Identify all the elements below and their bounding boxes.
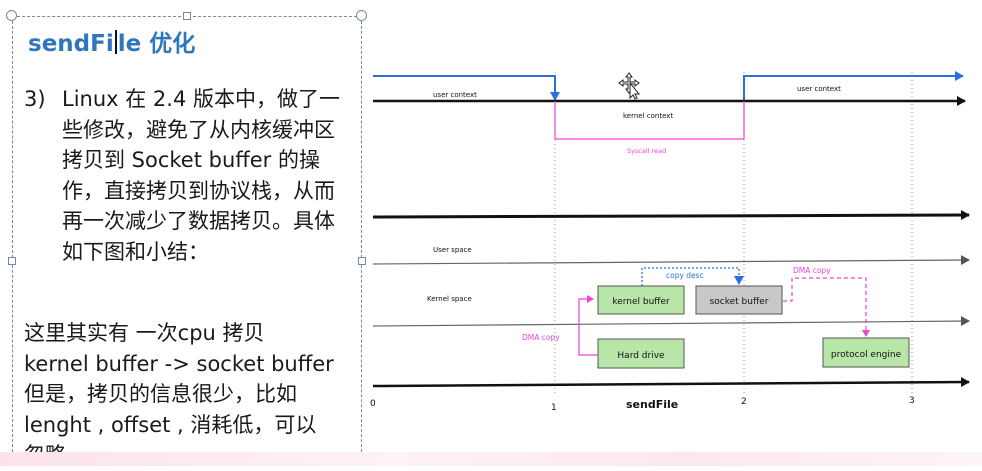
- text-cursor: [114, 30, 117, 54]
- copy-desc-label: copy desc: [666, 271, 704, 280]
- socket-buffer-box: socket buffer: [695, 285, 783, 315]
- bottom-decoration: [0, 452, 982, 466]
- tick-label-0: 0: [370, 399, 376, 409]
- time-axis: [372, 377, 970, 388]
- dma-copy-label-left: DMA copy: [522, 333, 560, 342]
- user-space-label: User space: [433, 246, 472, 254]
- protocol-engine-label: protocol engine: [831, 350, 902, 360]
- hard-drive-box: Hard drive: [597, 338, 685, 369]
- sendfile-caption: sendFile: [626, 398, 678, 411]
- dma-copy-arrow-right: [783, 277, 870, 337]
- sendfile-diagram: user context user context kernel context…: [370, 71, 970, 413]
- kernel-space-label: Kernel space: [427, 295, 472, 303]
- user-context-line-right: [743, 71, 964, 100]
- copy-desc-arrow: [641, 267, 744, 286]
- title-text-part2: le: [117, 31, 142, 57]
- point-number: 3): [24, 87, 46, 111]
- dma-copy-arrow-left: [578, 295, 598, 356]
- title-text-cjk: 优化: [149, 31, 196, 57]
- resize-handle-left[interactable]: [8, 257, 16, 265]
- socket-buffer-label: socket buffer: [710, 297, 769, 307]
- protocol-engine-box: protocol engine: [822, 337, 910, 368]
- kernel-buffer-box: kernel buffer: [597, 285, 685, 315]
- resize-handle-top[interactable]: [183, 12, 191, 20]
- kernel-hardware-boundary: [372, 316, 970, 327]
- tick-label-1: 1: [551, 403, 557, 413]
- kernel-context-label: kernel context: [623, 112, 673, 120]
- user-kernel-boundary: [372, 255, 970, 266]
- syscall-bracket: [554, 101, 745, 140]
- user-context-label-left: user context: [433, 91, 477, 99]
- tick-label-2: 2: [741, 397, 747, 407]
- title-text-part1: sendFi: [28, 31, 114, 57]
- separator-line: [372, 210, 970, 221]
- summary-text: 这里其实有 一次cpu 拷贝 kernel buffer -> socket b…: [24, 321, 334, 467]
- user-context-line-left: [373, 75, 560, 101]
- resize-handle-right[interactable]: [358, 257, 366, 265]
- hard-drive-label: Hard drive: [617, 351, 665, 361]
- kernel-buffer-label: kernel buffer: [612, 297, 670, 307]
- resize-handle-top-left[interactable]: [6, 10, 17, 21]
- user-context-label-right: user context: [797, 85, 841, 93]
- syscall-read-label: Syscall read: [627, 147, 666, 155]
- tick-label-3: 3: [909, 396, 915, 406]
- point-text: Linux 在 2.4 版本中，做了一些修改，避免了从内核缓冲区拷贝到 Sock…: [62, 87, 341, 264]
- move-cursor-icon: [618, 72, 641, 100]
- resize-handle-top-right[interactable]: [356, 10, 367, 21]
- dma-copy-label-right: DMA copy: [793, 266, 831, 275]
